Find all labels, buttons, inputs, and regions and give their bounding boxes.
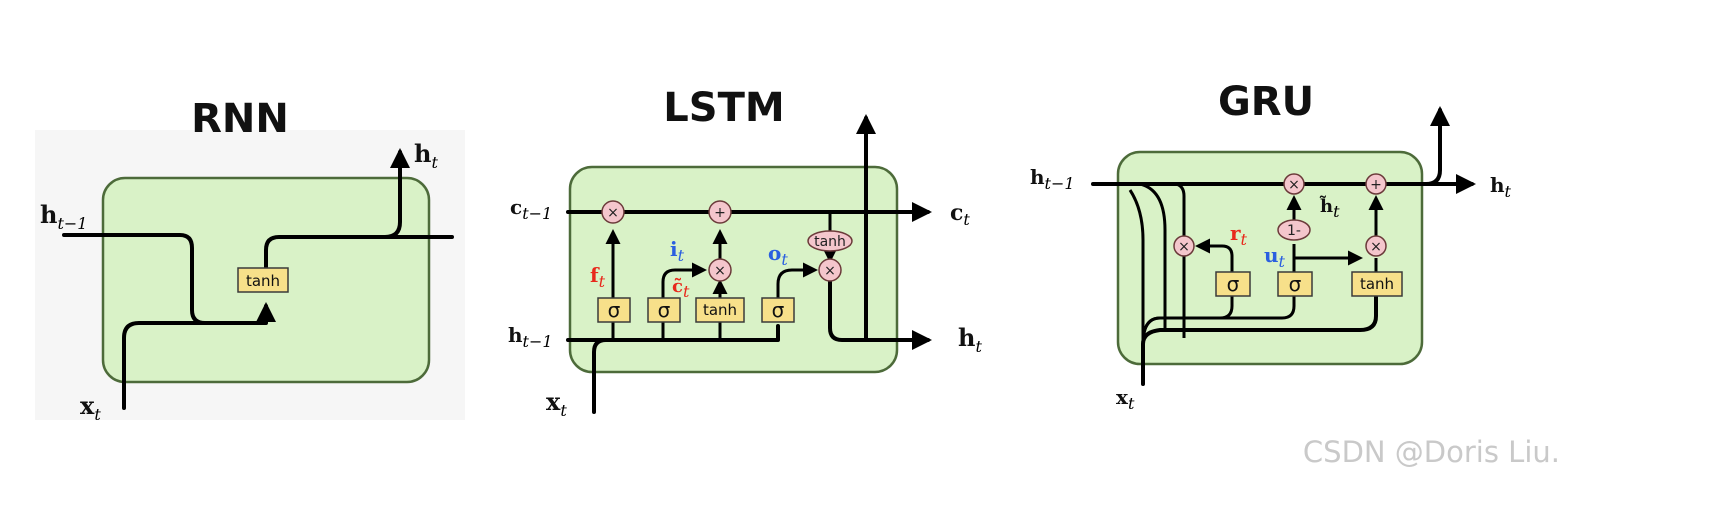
gru-plus-label: +: [1370, 177, 1382, 193]
lstm-input-mult-op: [708, 258, 732, 282]
gru-left2-wire: [1139, 182, 1167, 330]
lstm-tanh-op: [807, 230, 853, 252]
lstm-ct-cand-label: c̃t: [672, 276, 690, 301]
gru-mult-top-label: ×: [1288, 177, 1300, 193]
gru-reset-mult-op: [1173, 235, 1195, 257]
lstm-gate-output: [761, 297, 795, 323]
rnn-hprev-label: ht−1: [40, 200, 87, 233]
lstm-plus-label: +: [714, 205, 726, 221]
lstm-gate-input: [647, 297, 681, 323]
gru-gate-tanh: [1351, 271, 1403, 297]
gru-h-up-arrow: [1424, 106, 1450, 186]
gru-rt-label: rt: [1230, 221, 1248, 249]
gru-title: GRU: [1218, 79, 1314, 125]
rnn-out-wire: [264, 235, 454, 290]
rnn-xt-label: xt: [80, 391, 101, 424]
lstm-title: LSTM: [663, 85, 784, 131]
gru-cell: [1116, 150, 1424, 366]
gru-mult-top-op: [1283, 173, 1305, 195]
gru-left-wire: [1128, 189, 1145, 384]
rnn-tanh-gate: [237, 267, 289, 293]
lstm-forget-mult-label: ×: [607, 205, 619, 221]
lstm-hout-wire: [828, 280, 932, 350]
lstm-xt-label: xt: [546, 387, 567, 420]
lstm-x-wire: [592, 338, 608, 414]
lstm-gate-input-label: σ: [658, 298, 671, 322]
lstm-ft-label: ft: [590, 263, 606, 291]
lstm-input-wire: [661, 262, 707, 340]
lstm-gate-output-label: σ: [772, 298, 785, 322]
gru-one-minus-op: [1277, 219, 1311, 241]
gru-xt-label: xt: [1116, 385, 1135, 413]
rnn-tanh-label: tanh: [246, 272, 280, 290]
lstm-gate-forget-label: σ: [608, 298, 621, 322]
lstm-plus-op: [708, 200, 732, 224]
gru-gate-reset-label: σ: [1227, 272, 1240, 296]
lstm-forget-mult-op: [601, 200, 625, 224]
lstm-gate-tanh-label: tanh: [703, 301, 737, 319]
gru-reset-in-wire: [1175, 182, 1186, 338]
rnn-h-arrow: [383, 148, 410, 239]
lstm-panel: LSTM × + × × tanh: [508, 85, 982, 420]
lstm-output-mult-label: ×: [824, 263, 836, 279]
gru-gate-update-label: σ: [1289, 272, 1302, 296]
lstm-hprev-label: ht−1: [508, 323, 553, 351]
lstm-gate-forget: [597, 297, 631, 323]
lstm-ht-label: ht: [958, 323, 982, 356]
gru-update-mult-op: [1365, 235, 1387, 257]
rnn-x-wire: [122, 321, 207, 410]
gru-reset-mult-label: ×: [1178, 239, 1190, 255]
lstm-tanh-op-label: tanh: [814, 234, 846, 250]
rnn-title: RNN: [191, 96, 289, 142]
lstm-hidden-wire: [566, 324, 780, 342]
gru-update-mult-label: ×: [1370, 239, 1382, 255]
gru-one-minus-label: 1-: [1287, 223, 1301, 239]
rnn-ht-label: ht: [414, 139, 438, 172]
gru-gate-tanh-label: tanh: [1360, 275, 1394, 293]
lstm-output-wire: [776, 262, 818, 300]
gru-ut-label: ut: [1264, 243, 1286, 271]
gru-x-reset-wire: [1141, 294, 1234, 345]
gru-gate-update: [1277, 271, 1313, 297]
gru-ht-label: ht: [1490, 173, 1512, 201]
lstm-it-label: it: [670, 237, 685, 265]
lstm-ot-label: ot: [768, 241, 788, 269]
watermark: CSDN @Doris Liu.: [1303, 435, 1560, 469]
gru-hprev-label: ht−1: [1030, 165, 1075, 193]
lstm-ct-label: ct: [950, 200, 970, 229]
lstm-gate-tanh: [695, 297, 745, 323]
gru-panel: GRU × + × × 1- σ σ: [1030, 79, 1512, 413]
gru-htilde-label: h̃t: [1319, 195, 1340, 221]
gru-gate-reset: [1215, 271, 1251, 297]
lstm-input-mult-label: ×: [714, 263, 726, 279]
gru-reset-wire: [1195, 238, 1234, 272]
lstm-output-mult-op: [818, 258, 842, 282]
gru-plus-op: [1365, 173, 1387, 195]
rnn-panel: RNN tanh ht−1 ht xt: [35, 96, 465, 424]
lstm-cprev-label: ct−1: [510, 195, 552, 223]
